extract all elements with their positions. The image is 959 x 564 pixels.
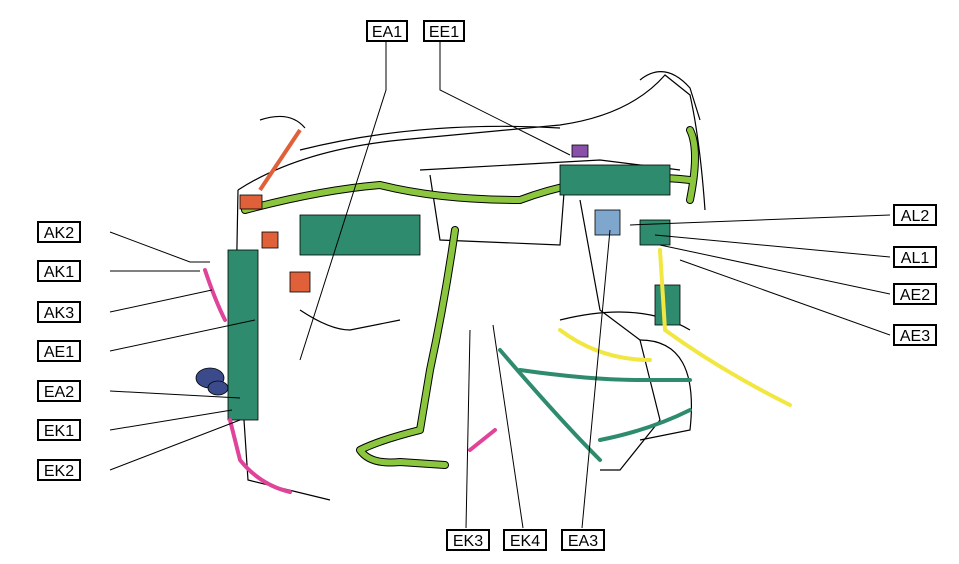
callout-ea2: EA2 (37, 380, 81, 402)
pink-harness (203, 268, 497, 494)
callout-ak3: AK3 (37, 301, 81, 323)
callout-ek3: EK3 (446, 529, 490, 551)
callout-ea3: EA3 (561, 529, 605, 551)
callout-al2: AL2 (893, 204, 937, 226)
callout-ek1: EK1 (37, 419, 81, 441)
teal-harness (227, 164, 681, 421)
purple-connector (571, 144, 589, 158)
callout-ak2: AK2 (37, 221, 81, 243)
orange-connectors (239, 128, 311, 293)
callout-ek2: EK2 (37, 459, 81, 481)
callout-ae1: AE1 (37, 340, 81, 362)
leader-lines (109, 42, 891, 529)
yellow-harness (558, 248, 792, 407)
callout-ak1: AK1 (37, 260, 81, 282)
callout-ae2: AE2 (893, 283, 937, 305)
blue-grommets (195, 367, 229, 396)
callout-ea1: EA1 (366, 20, 408, 42)
callout-ae3: AE3 (893, 324, 937, 346)
callout-ek4: EK4 (503, 529, 547, 551)
callout-al1: AL1 (893, 246, 937, 268)
callout-ee1: EE1 (423, 20, 465, 42)
